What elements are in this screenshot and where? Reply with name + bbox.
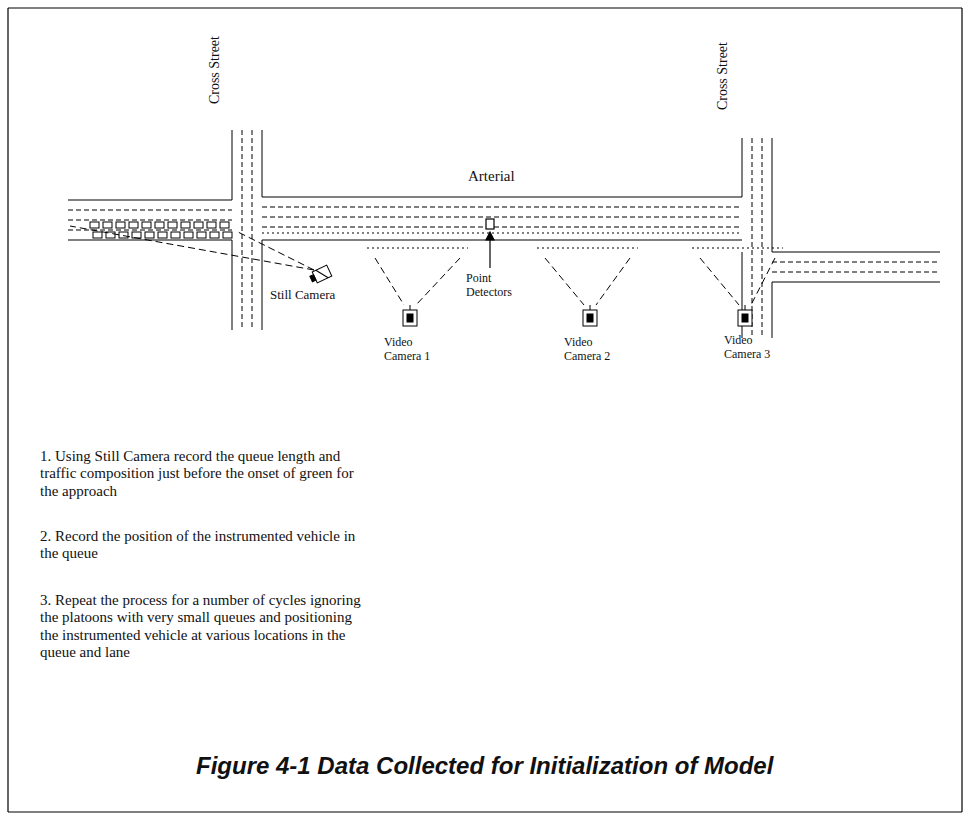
queued-vehicles <box>171 232 180 238</box>
frame <box>961 8 962 812</box>
camera-label: Video Camera 2 <box>564 336 628 364</box>
arterial-road <box>68 197 940 282</box>
queued-vehicles <box>197 232 206 238</box>
cross-street <box>252 130 253 330</box>
video-camera <box>375 258 404 305</box>
video-camera <box>700 258 739 305</box>
queued-vehicles <box>129 222 138 228</box>
camera-label: Video Camera 1 <box>384 336 448 364</box>
arterial-road <box>772 262 940 263</box>
camera-label: Video Camera 3 <box>724 334 788 362</box>
camera-label: Still Camera <box>270 288 380 303</box>
queued-vehicles <box>220 222 229 228</box>
queued-vehicles <box>103 222 112 228</box>
queued-vehicles <box>223 232 232 238</box>
video-camera <box>403 310 417 326</box>
video-camera <box>407 314 413 322</box>
queued-vehicles <box>207 222 216 228</box>
queued-vehicles <box>142 222 151 228</box>
note: 2. Record the position of the instrument… <box>40 528 360 563</box>
street-name: Arterial <box>468 168 558 185</box>
note: 3. Repeat the process for a number of cy… <box>40 592 370 661</box>
queued-vehicles <box>168 222 177 228</box>
frame <box>8 8 962 812</box>
frame <box>8 7 962 8</box>
queued-vehicles <box>155 222 164 228</box>
arterial-road <box>262 217 742 218</box>
cross-street <box>232 130 772 338</box>
queued-vehicles <box>93 232 102 238</box>
video-camera <box>410 305 411 310</box>
arterial-road <box>262 240 742 241</box>
video-camera <box>367 248 783 326</box>
video-camera <box>692 248 783 249</box>
video-camera <box>587 314 593 322</box>
arterial-road <box>772 272 940 273</box>
cross-street <box>752 138 753 338</box>
cross-street <box>772 138 773 252</box>
street-name: Cross Street <box>715 21 731 131</box>
still-camera <box>309 265 332 284</box>
cross-street <box>262 130 263 197</box>
frame <box>8 811 962 812</box>
arterial-road <box>262 227 742 228</box>
cross-street <box>232 240 233 330</box>
queued-vehicles <box>119 232 128 238</box>
cross-street <box>262 240 263 330</box>
video-camera <box>751 258 775 305</box>
note: 1. Using Still Camera record the queue l… <box>40 448 360 500</box>
arterial-road <box>262 233 742 234</box>
video-camera <box>416 258 460 305</box>
still-camera <box>70 226 314 270</box>
detector-label: Point Detectors <box>466 272 528 300</box>
figure-caption: Figure 4-1 Data Collected for Initializa… <box>196 752 773 780</box>
queued-vehicles <box>194 222 203 228</box>
still-camera <box>70 226 332 285</box>
point-detector <box>486 232 494 240</box>
queued-vehicles <box>181 222 190 228</box>
arterial-road <box>68 210 232 211</box>
arterial-road <box>262 197 742 198</box>
arterial-road <box>68 220 232 221</box>
video-camera <box>596 258 630 305</box>
frame <box>7 8 8 812</box>
street-name: Cross Street <box>207 15 223 125</box>
video-camera <box>745 305 746 310</box>
cross-street <box>232 130 233 200</box>
cross-street <box>742 138 743 197</box>
still-camera <box>238 232 314 270</box>
queued-vehicles <box>158 232 167 238</box>
queued-vehicles <box>184 232 193 238</box>
video-camera <box>367 248 468 249</box>
queued-vehicles <box>90 222 232 238</box>
cross-street <box>762 138 763 338</box>
video-camera <box>545 258 584 305</box>
cross-street <box>772 282 773 338</box>
arterial-road <box>262 207 742 208</box>
video-camera <box>537 248 638 249</box>
video-camera <box>583 310 597 326</box>
queued-vehicles <box>116 222 125 228</box>
queued-vehicles <box>145 232 154 238</box>
video-camera <box>742 314 748 322</box>
arterial-road <box>68 200 232 201</box>
point-detector <box>486 219 494 229</box>
video-camera <box>590 305 591 310</box>
arterial-road <box>772 282 940 283</box>
arterial-road <box>772 252 940 253</box>
still-camera <box>316 267 328 281</box>
queued-vehicles <box>132 232 141 238</box>
cross-street <box>242 130 243 330</box>
queued-vehicles <box>210 232 219 238</box>
queued-vehicles <box>90 222 99 228</box>
still-camera <box>310 275 316 282</box>
point-detector <box>486 219 494 268</box>
video-camera <box>738 310 752 326</box>
